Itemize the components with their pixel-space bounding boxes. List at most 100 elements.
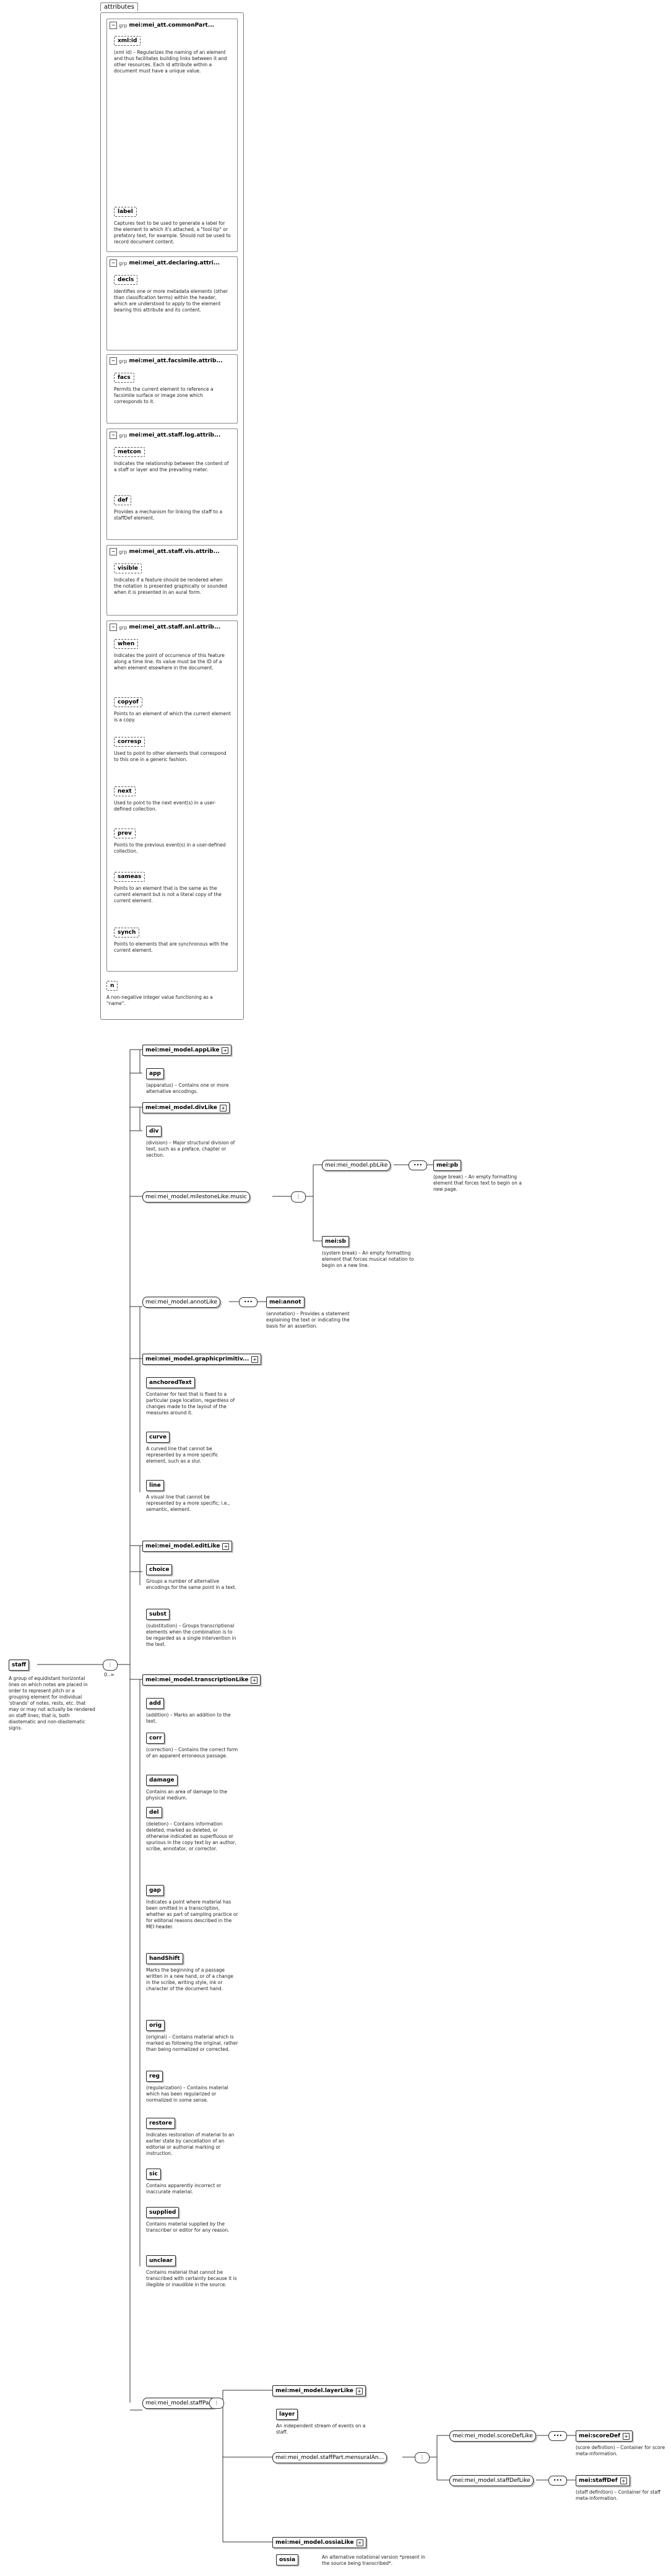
element-line[interactable]: line: [146, 1480, 164, 1491]
model-group-ossiaLike[interactable]: mei:mei_model.ossiaLike+: [272, 2537, 366, 2548]
element-description: Container for text that is fixed to a pa…: [146, 1391, 235, 1416]
element-layer[interactable]: layer: [276, 2409, 298, 2420]
expand-icon[interactable]: +: [219, 1104, 227, 1112]
sequence-compositor-icon[interactable]: •••: [239, 1297, 258, 1307]
element-description: A curved line that cannot be represented…: [146, 1446, 219, 1464]
element-annot[interactable]: mei:annot: [266, 1297, 305, 1308]
attribute-prev[interactable]: prev: [114, 829, 136, 838]
model-group-scoreDefLike[interactable]: mei:mei_model.scoreDefLike: [449, 2430, 536, 2442]
element-gap[interactable]: gap: [146, 1885, 164, 1896]
element-description: (addition) – Marks an addition to the te…: [146, 1712, 231, 1724]
element-orig[interactable]: orig: [146, 2020, 165, 2031]
element-subst[interactable]: subst: [146, 1609, 170, 1620]
attribute-description: Used to point to the next event(s) in a …: [114, 800, 216, 812]
attribute-description: Identifies one or more metadata elements…: [114, 289, 228, 313]
attribute-decls[interactable]: decls: [114, 275, 138, 285]
model-group-divLike[interactable]: mei:mei_model.divLike+: [142, 1102, 230, 1113]
model-group-appLike[interactable]: mei:mei_model.appLike+: [142, 1045, 232, 1056]
expand-icon[interactable]: +: [251, 1355, 259, 1363]
element-damage[interactable]: damage: [146, 1775, 178, 1786]
expand-icon[interactable]: +: [356, 2539, 363, 2546]
element-scoreDef[interactable]: mei:scoreDef+: [576, 2430, 633, 2442]
element-handShift[interactable]: handShift: [146, 1953, 183, 1964]
expand-icon[interactable]: +: [222, 1543, 230, 1550]
collapse-icon[interactable]: −: [110, 624, 117, 631]
model-group-layerLike[interactable]: mei:mei_model.layerLike+: [272, 2385, 366, 2396]
sequence-compositor-icon[interactable]: •••: [409, 1160, 427, 1170]
model-group-staffPart[interactable]: mei:mei_model.staffPart: [142, 2398, 217, 2409]
expand-icon[interactable]: +: [623, 2432, 630, 2440]
element-del[interactable]: del: [146, 1807, 162, 1818]
attribute-visible[interactable]: visible: [114, 564, 142, 573]
element-supplied[interactable]: supplied: [146, 2207, 180, 2218]
attribute-when[interactable]: when: [114, 639, 139, 649]
element-curve[interactable]: curve: [146, 1432, 170, 1443]
attribute-synch[interactable]: synch: [114, 928, 140, 938]
element-staffDef[interactable]: mei:staffDef+: [576, 2475, 630, 2486]
element-description: A visual line that cannot be represented…: [146, 1494, 230, 1512]
element-div[interactable]: div: [146, 1126, 162, 1137]
model-group-pbLike[interactable]: mei:mei_model.pbLike: [322, 1160, 391, 1171]
model-group-transcriptionLike[interactable]: mei:mei_model.transcriptionLike+: [142, 1674, 261, 1686]
expand-icon[interactable]: +: [251, 1676, 258, 1684]
element-unclear[interactable]: unclear: [146, 2255, 176, 2266]
choice-compositor-icon[interactable]: ⋮: [209, 2398, 224, 2409]
element-anchoredText[interactable]: anchoredText: [146, 1377, 195, 1388]
model-group-editLike[interactable]: mei:mei_model.editLike+: [142, 1541, 233, 1552]
element-app[interactable]: app: [146, 1068, 164, 1079]
attribute-next[interactable]: next: [114, 786, 136, 796]
element-sb[interactable]: mei:sb: [322, 1236, 349, 1247]
collapse-icon[interactable]: −: [110, 22, 117, 29]
collapse-icon[interactable]: −: [110, 357, 117, 365]
element-description: Indicates restoration of material to an …: [146, 2132, 235, 2156]
attribute-n[interactable]: n: [106, 981, 118, 991]
collapse-icon[interactable]: −: [110, 548, 117, 555]
element-ossia[interactable]: ossia: [276, 2554, 299, 2565]
element-choice[interactable]: choice: [146, 1564, 173, 1575]
attribute-description: Indicates the point of occurrence of thi…: [114, 653, 225, 671]
element-add[interactable]: add: [146, 1698, 164, 1709]
attribute-xml-id[interactable]: xml:id: [114, 36, 141, 46]
attribute-label[interactable]: label: [114, 207, 137, 217]
attribute-facs[interactable]: facs: [114, 373, 134, 383]
element-restore[interactable]: restore: [146, 2118, 175, 2129]
element-description: Contains apparently incorrect or inaccur…: [146, 2183, 222, 2195]
choice-compositor-icon[interactable]: ⋮: [291, 1191, 306, 1203]
attribute-def[interactable]: def: [114, 495, 132, 505]
group-name: mei:mei_att.staff.log.attrib...: [129, 432, 221, 438]
choice-compositor-icon[interactable]: ⋮: [103, 1660, 118, 1671]
model-group-staffDefLike[interactable]: mei:mei_model.staffDefLike: [449, 2475, 534, 2486]
element-corr[interactable]: corr: [146, 1733, 165, 1744]
element-description: Groups a number of alternative encodings…: [146, 1578, 236, 1590]
sequence-compositor-icon[interactable]: •••: [548, 2431, 567, 2441]
model-group-graphicprimitive[interactable]: mei:mei_model.graphicprimitiv...+: [142, 1354, 262, 1365]
choice-compositor-icon[interactable]: ⋮: [415, 2452, 430, 2463]
attribute-description: Permits the current element to reference…: [114, 386, 214, 404]
model-group-staffPart-mensural[interactable]: mei:mei_model.staffPart.mensuralAn...: [272, 2452, 387, 2463]
sequence-compositor-icon[interactable]: •••: [548, 2476, 567, 2486]
element-reg[interactable]: reg: [146, 2071, 163, 2082]
attribute-description: (xml id) – Regularizes the naming of an …: [114, 50, 227, 74]
attribute-description: Indicates if a feature should be rendere…: [114, 577, 227, 595]
root-element-staff[interactable]: staff: [9, 1660, 30, 1671]
group-name: mei:mei_att.facsimile.attrib...: [129, 358, 223, 364]
element-description: Contains material supplied by the transc…: [146, 2221, 230, 2233]
element-description: (regularization) – Contains material whi…: [146, 2085, 228, 2103]
element-description: (original) – Contains material which is …: [146, 2034, 238, 2052]
collapse-icon[interactable]: −: [110, 259, 117, 267]
attribute-sameas[interactable]: sameas: [114, 872, 145, 882]
attribute-metcon[interactable]: metcon: [114, 447, 145, 457]
attribute-corresp[interactable]: corresp: [114, 737, 145, 747]
model-group-milestoneLike[interactable]: mei:mei_model.milestoneLike.music: [142, 1191, 250, 1203]
element-pb[interactable]: mei:pb: [433, 1160, 462, 1171]
expand-icon[interactable]: +: [620, 2477, 627, 2484]
attribute-copyof[interactable]: copyof: [114, 697, 142, 707]
expand-icon[interactable]: +: [222, 1046, 229, 1054]
attributes-tab[interactable]: attributes: [100, 2, 138, 11]
collapse-icon[interactable]: −: [110, 432, 117, 439]
element-sic[interactable]: sic: [146, 2169, 161, 2180]
expand-icon[interactable]: +: [355, 2387, 363, 2395]
model-group-annotLike[interactable]: mei:mei_model.annotLike: [142, 1297, 220, 1308]
